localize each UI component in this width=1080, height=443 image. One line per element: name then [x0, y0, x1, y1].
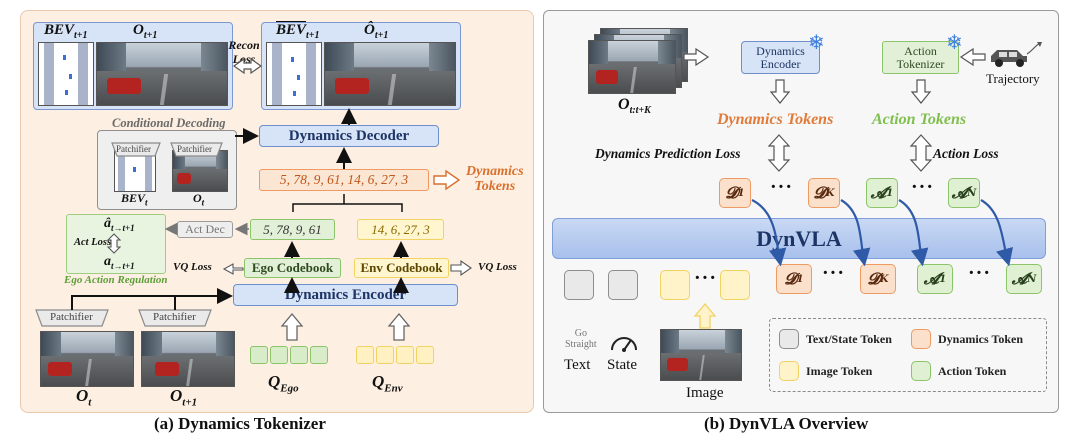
legend-swatch-text-state	[779, 329, 799, 349]
env-codebook-block: Env Codebook	[354, 258, 449, 278]
bev-recon-image	[266, 42, 322, 106]
obs-t-small-image	[172, 150, 228, 192]
a-true-label: at→t+1	[104, 254, 135, 271]
trajectory-label: Trajectory	[986, 71, 1040, 86]
ego-query-token	[290, 346, 308, 364]
dynamics-prediction-loss-label: Dynamics Prediction Loss	[595, 146, 741, 161]
legend-swatch-dynamics	[911, 329, 931, 349]
dynvla-model-bar: DynVLA	[552, 218, 1046, 259]
image-input-token	[720, 270, 750, 300]
state-label: State	[607, 357, 637, 373]
ellipsis-upper-2: ···	[911, 176, 935, 198]
obs-t-small-label: Ot	[193, 191, 205, 208]
ego-codebook-block: Ego Codebook	[244, 258, 341, 278]
obs-t1-image	[141, 331, 235, 387]
ellipsis-image: ···	[694, 267, 718, 289]
bev-t-image	[114, 150, 156, 192]
legend-text-state: Text/State Token	[806, 332, 892, 346]
obs-t-label: Ot	[76, 386, 92, 409]
speedometer-icon	[611, 337, 637, 352]
image-label: Image	[686, 385, 724, 401]
dynamics-tokens-heading: Dynamics Tokens	[717, 111, 834, 128]
legend-swatch-image	[779, 361, 799, 381]
obs-seq-label: Ot:t+K	[618, 96, 651, 117]
legend-swatch-action	[911, 361, 931, 381]
image-input-token	[660, 270, 690, 300]
ego-query-token	[270, 346, 288, 364]
bev-recon-label: BEVt+1	[276, 22, 320, 41]
patchifier-label-small-1: Patchifier	[116, 144, 151, 154]
act-loss-label: Act Loss	[74, 237, 112, 248]
obs-recon-label: Ôt+1	[364, 22, 389, 41]
text-label: Text	[564, 357, 591, 373]
vehicle-icon	[991, 42, 1042, 67]
legend-image: Image Token	[806, 364, 873, 378]
tokenizer-arrows	[71, 57, 472, 341]
ego-token-sequence: 5, 78, 9, 61	[250, 219, 335, 240]
obs-recon-image	[324, 42, 456, 106]
q-env-label: QEnv	[372, 372, 403, 395]
dynamics-token-sequence: 5, 78, 9, 61, 14, 6, 27, 3	[259, 169, 429, 191]
legend-action: Action Token	[938, 364, 1007, 378]
ego-query-token	[310, 346, 328, 364]
bev-next-image	[38, 42, 94, 106]
env-query-token	[376, 346, 394, 364]
overview-arrows	[683, 47, 1014, 329]
obs-seq-frame-front	[588, 40, 676, 94]
ego-action-regulation-label: Ego Action Regulation	[64, 274, 168, 286]
overview-dynamics-encoder-block: Dynamics Encoder	[741, 41, 820, 74]
vq-loss-right-label: VQ Loss	[478, 261, 517, 273]
state-input-token	[608, 270, 638, 300]
dynamics-decoder-block: Dynamics Decoder	[259, 125, 439, 147]
patchifier-label-small-2: Patchifier	[177, 144, 212, 154]
input-image	[660, 329, 742, 381]
bev-t-label: BEVt	[121, 191, 148, 208]
ego-query-token	[250, 346, 268, 364]
ellipsis-lower-2: ···	[968, 262, 992, 284]
conditional-decoding-label: Conditional Decoding	[112, 116, 226, 130]
ellipsis-lower-1: ···	[822, 262, 846, 284]
env-query-token	[396, 346, 414, 364]
dynamics-tokens-label: Dynamics Tokens	[466, 164, 524, 194]
obs-t-image	[40, 331, 134, 387]
legend-dynamics: Dynamics Token	[938, 332, 1024, 346]
patchifier-label-2: Patchifier	[153, 311, 196, 323]
action-loss-label: Action Loss	[933, 146, 999, 161]
env-query-token	[416, 346, 434, 364]
frozen-snowflake-icon-encoder: ❄	[808, 32, 825, 54]
env-query-token	[356, 346, 374, 364]
go-straight-label: Go Straight	[565, 328, 597, 350]
legend-box	[769, 318, 1047, 392]
bev-next-label: BEVt+1	[44, 22, 88, 41]
obs-next-image	[96, 42, 228, 106]
patchifier-label-1: Patchifier	[50, 311, 93, 323]
caption-dynamics-tokenizer: (a) Dynamics Tokenizer	[154, 414, 326, 433]
action-tokens-heading: Action Tokens	[872, 111, 967, 128]
a-hat-label: ât→t+1	[104, 216, 135, 233]
env-token-sequence: 14, 6, 27, 3	[357, 219, 444, 240]
frozen-snowflake-icon-tokenizer: ❄	[946, 32, 963, 54]
action-tokenizer-block: Action Tokenizer	[882, 41, 959, 74]
text-input-token	[564, 270, 594, 300]
q-ego-label: QEgo	[268, 372, 299, 395]
obs-t1-label: Ot+1	[170, 386, 198, 409]
patchifier-shapes	[35, 142, 223, 327]
vq-loss-left-label: VQ Loss	[173, 261, 212, 273]
ellipsis-upper-1: ···	[770, 176, 794, 198]
caption-dynvla-overview: (b) DynVLA Overview	[704, 414, 869, 433]
obs-next-label: Ot+1	[133, 22, 158, 41]
